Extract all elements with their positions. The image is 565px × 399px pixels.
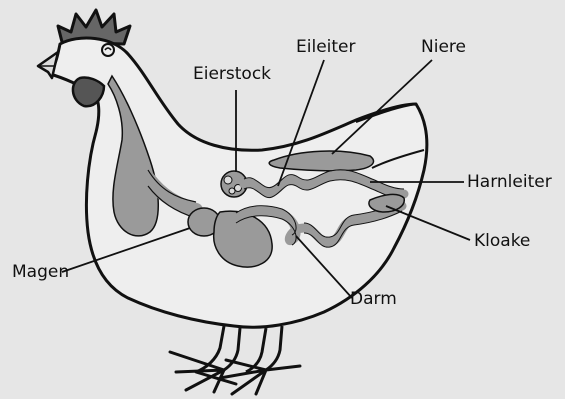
label-harnleiter: Harnleiter bbox=[467, 172, 552, 192]
eye bbox=[102, 44, 114, 56]
label-eierstock: Eierstock bbox=[193, 64, 271, 84]
ovary-follicle bbox=[224, 176, 232, 184]
left-foot bbox=[170, 352, 236, 392]
ovary-follicle-3 bbox=[229, 188, 235, 194]
right-leg-back bbox=[266, 326, 282, 370]
label-niere: Niere bbox=[421, 37, 466, 57]
label-darm: Darm bbox=[350, 289, 397, 309]
label-kloake: Kloake bbox=[474, 231, 530, 251]
label-eileiter: Eileiter bbox=[296, 37, 355, 57]
label-magen: Magen bbox=[12, 262, 69, 282]
